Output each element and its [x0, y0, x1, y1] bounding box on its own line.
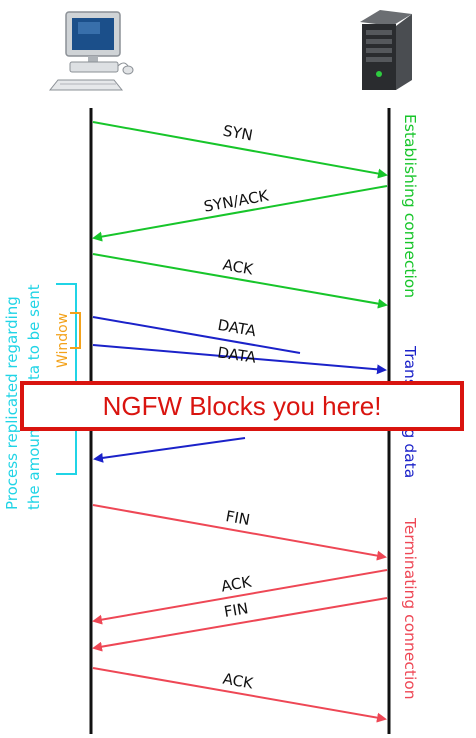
message-arrow-data-ack: [93, 437, 246, 463]
message-arrow-fin-1: [92, 504, 387, 561]
message-arrow-ack: [92, 253, 388, 309]
message-arrow-data-1: [92, 316, 301, 354]
message-arrow-fin-2: [92, 597, 388, 652]
message-label-syn: SYN: [222, 122, 255, 145]
message-label-ack-3: ACK: [221, 670, 255, 693]
message-label-fin-1: FIN: [224, 507, 251, 529]
message-arrow-ack-3: [92, 667, 387, 723]
phase-label-establishing: Establishing connection: [401, 114, 419, 298]
message-label-ack: ACK: [221, 256, 255, 279]
message-label-data-2: DATA: [216, 343, 258, 366]
desktop-computer-icon: [48, 11, 134, 91]
message-arrow-syn: [92, 121, 388, 179]
message-label-data-1: DATA: [216, 316, 258, 341]
message-label-syn-ack: SYN/ACK: [202, 186, 271, 215]
message-label-fin-2: FIN: [223, 599, 250, 621]
server-tower-icon: [360, 10, 412, 90]
ngfw-block-banner: NGFW Blocks you here!: [20, 381, 464, 431]
message-arrow-syn-ack: [92, 185, 388, 242]
message-arrow-ack-2: [92, 569, 388, 625]
message-arrow-data-2: [92, 344, 387, 375]
replication-bracket: [56, 283, 77, 475]
message-label-ack-2: ACK: [220, 572, 254, 595]
ngfw-block-text: NGFW Blocks you here!: [102, 390, 382, 421]
window-label: Window: [55, 313, 71, 368]
replication-note-line1: Process replicated regarding: [3, 296, 21, 510]
window-bracket: [70, 312, 81, 349]
phase-label-terminating: Terminating connection: [401, 517, 419, 700]
